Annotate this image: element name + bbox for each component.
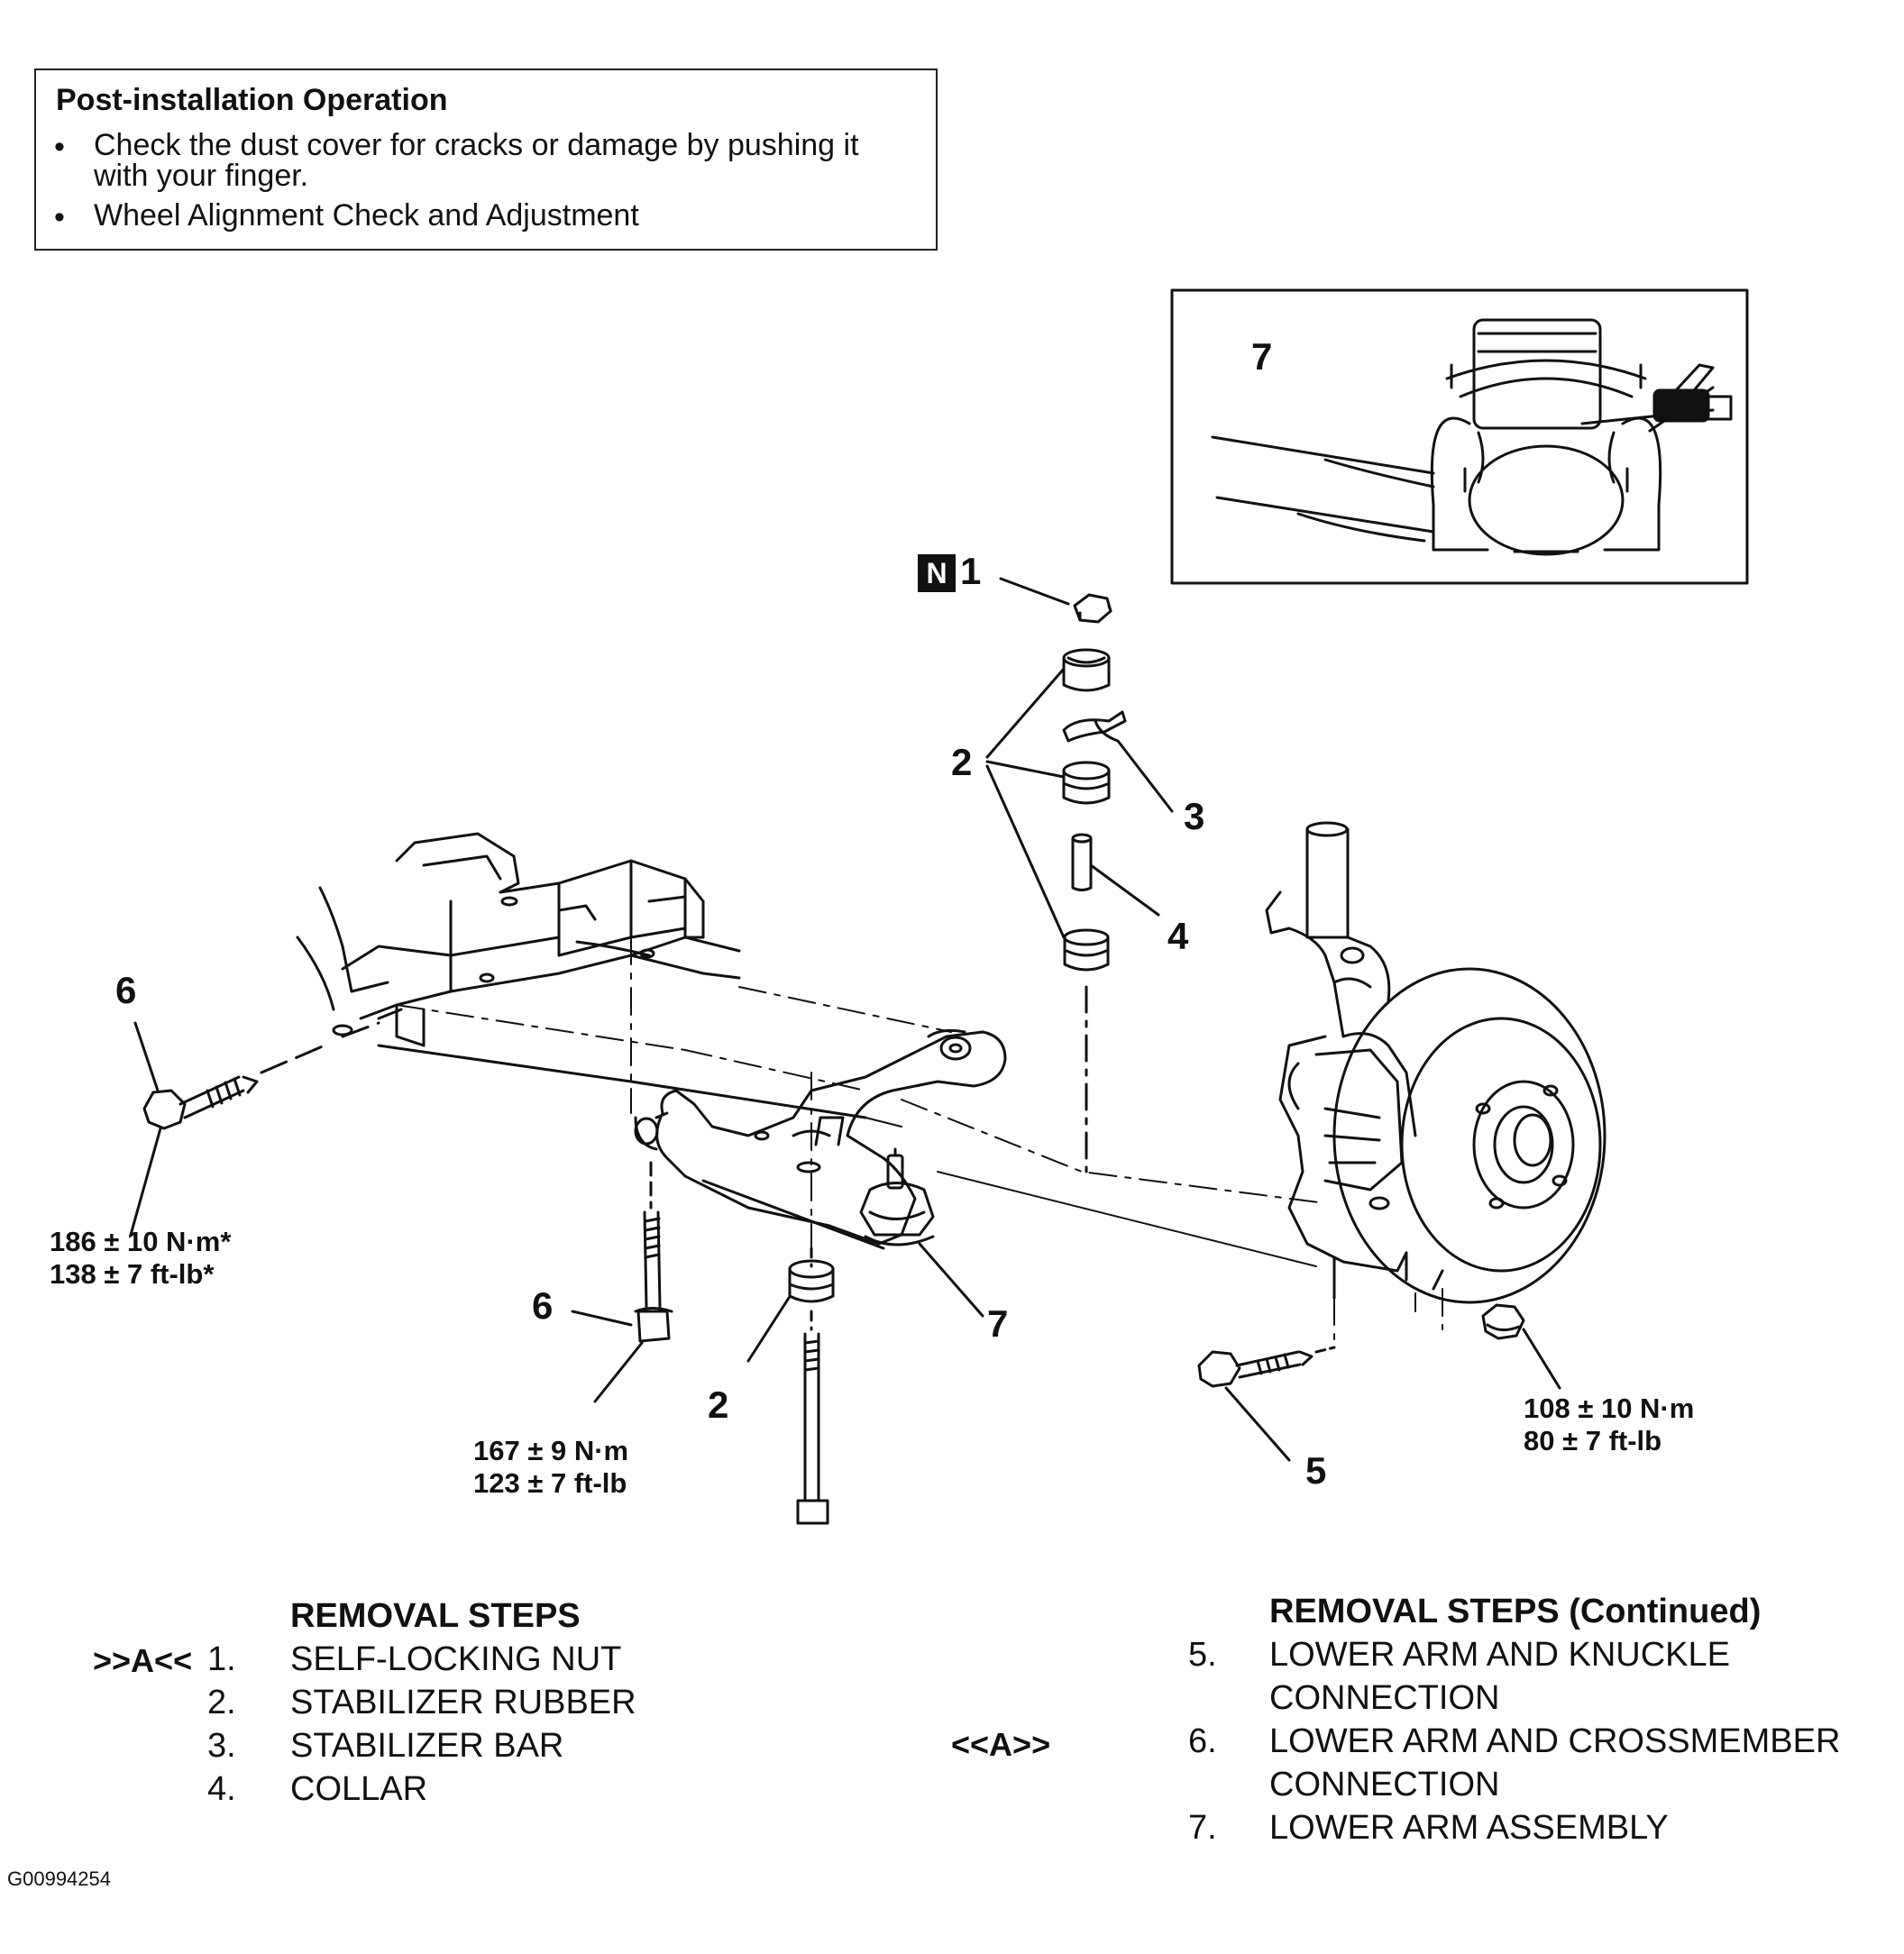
step-1-label: SELF-LOCKING NUT [290, 1640, 622, 1678]
removal-ref-a: >>A<< [93, 1642, 193, 1679]
bolt-lower-drawing [571, 1161, 673, 1403]
knuckle-and-disc-drawing [1265, 821, 1606, 1304]
step-6-line-2: CONNECTION [1269, 1766, 1500, 1803]
knuckle-bolt-drawing [1197, 1346, 1336, 1462]
step-5-num: 5. [1188, 1636, 1217, 1674]
callout-4: 4 [1167, 915, 1189, 957]
step-1-num: 1. [207, 1640, 236, 1678]
post-item-1-line-1: Check the dust cover for cracks or damag… [94, 128, 859, 162]
step-4-label: COLLAR [290, 1770, 428, 1808]
callout-3: 3 [1184, 795, 1205, 837]
connector-lines [865, 1117, 1317, 1267]
stabilizer-rubber-top-drawing [985, 648, 1111, 939]
step-2-num: 2. [207, 1684, 236, 1721]
callout-6-left: 6 [115, 969, 137, 1011]
callout-2-top: 2 [951, 741, 973, 783]
post-item-2-line-1: Wheel Alignment Check and Adjustment [94, 198, 639, 233]
torque-left-metric: 186 ± 10 N·m* [50, 1226, 232, 1257]
bullet-icon: • [54, 200, 65, 234]
step-3-num: 3. [207, 1727, 236, 1765]
figure-id: G00994254 [7, 1867, 111, 1890]
stabilizer-rubber-stack-bottom-drawing [1063, 928, 1110, 1173]
step-5-line-2: CONNECTION [1269, 1679, 1500, 1717]
torque-right-imperial: 80 ± 7 ft-lb [1524, 1425, 1662, 1456]
removal-steps-continued-heading: REMOVAL STEPS (Continued) [1269, 1593, 1762, 1630]
step-3-label: STABILIZER BAR [290, 1727, 564, 1765]
callout-6-lower: 6 [532, 1284, 554, 1327]
step-6-num: 6. [1188, 1722, 1217, 1760]
bullet-icon: • [54, 130, 65, 164]
inset-ball-joint-detail [1170, 288, 1749, 585]
crossmember-drawing [296, 832, 867, 1119]
torque-left-imperial: 138 ± 7 ft-lb* [50, 1258, 215, 1290]
knuckle-nut-drawing [1481, 1303, 1561, 1390]
torque-right: 108 ± 10 N·m 80 ± 7 ft-lb [1524, 1392, 1694, 1457]
post-installation-title: Post-installation Operation [56, 83, 448, 117]
assembly-lines [396, 936, 1443, 1348]
step-5-line-1: LOWER ARM AND KNUCKLE [1269, 1636, 1730, 1674]
collar-drawing [1071, 833, 1160, 917]
torque-lower: 167 ± 9 N·m 123 ± 7 ft-lb [473, 1435, 628, 1500]
callout-5: 5 [1305, 1449, 1327, 1492]
self-locking-nut-drawing [999, 577, 1112, 624]
torque-lower-metric: 167 ± 9 N·m [473, 1435, 629, 1466]
callout-7: 7 [987, 1302, 1009, 1345]
new-part-mark-icon: N [918, 554, 956, 592]
removal-ref-a-continued: <<A>> [951, 1726, 1051, 1763]
post-installation-box: Post-installation Operation • Check the … [34, 68, 938, 251]
step-2-label: STABILIZER RUBBER [290, 1684, 636, 1721]
lower-arm-drawing [634, 1028, 1007, 1318]
inset-callout-7: 7 [1251, 335, 1273, 378]
step-4-num: 4. [207, 1770, 236, 1808]
step-6-line-1: LOWER ARM AND CROSSMEMBER [1269, 1722, 1841, 1760]
callout-2-lower: 2 [708, 1383, 729, 1426]
post-item-1-line-2: with your finger. [94, 159, 309, 193]
torque-right-metric: 108 ± 10 N·m [1524, 1392, 1695, 1424]
callout-1: 1 [960, 550, 982, 592]
torque-left: 186 ± 10 N·m* 138 ± 7 ft-lb* [50, 1226, 231, 1291]
stabilizer-bar-drawing [1062, 710, 1174, 813]
step-7-num: 7. [1188, 1809, 1217, 1847]
stabilizer-rubber-lower-drawing [746, 1246, 835, 1525]
removal-steps-heading: REMOVAL STEPS [290, 1597, 581, 1635]
step-7-line-1: LOWER ARM ASSEMBLY [1269, 1809, 1669, 1847]
torque-lower-imperial: 123 ± 7 ft-lb [473, 1467, 627, 1499]
bolt-left-drawing [129, 1021, 380, 1237]
